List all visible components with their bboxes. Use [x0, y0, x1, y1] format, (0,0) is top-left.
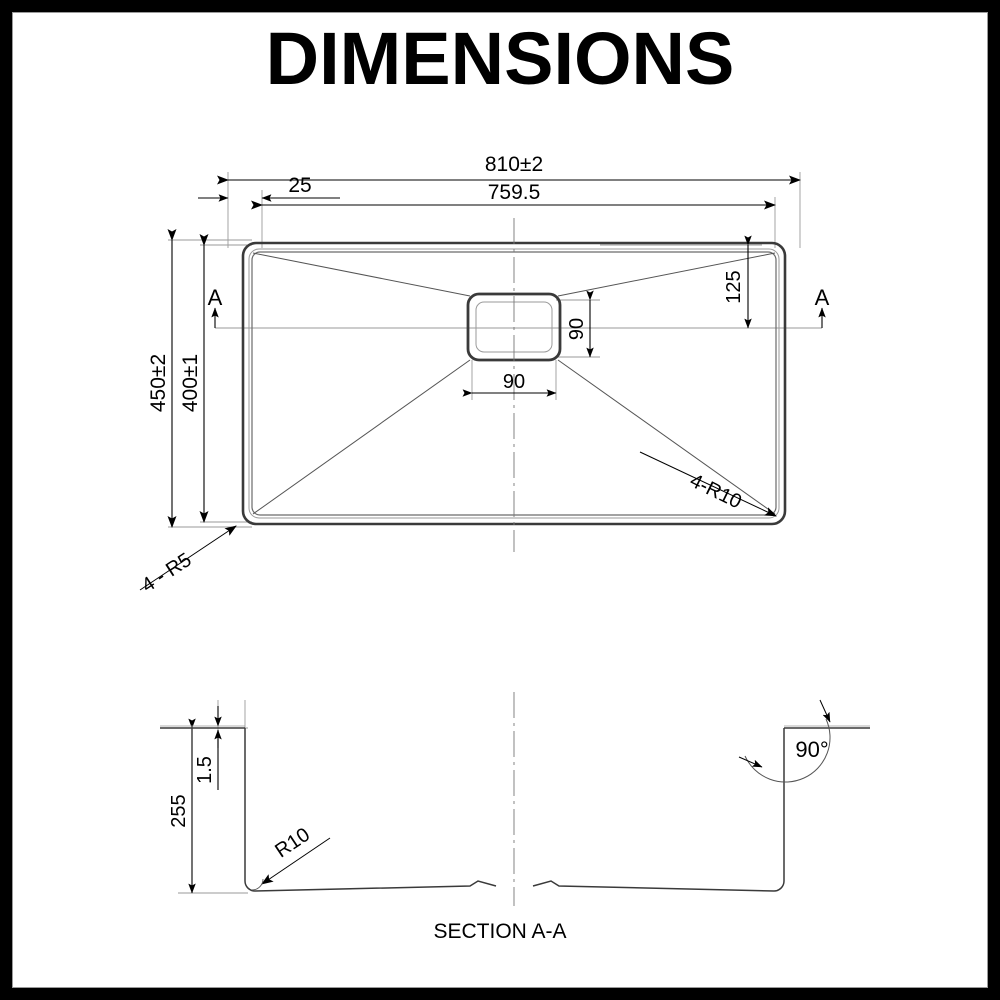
page-title: DIMENSIONS	[265, 17, 735, 100]
section-line-a-a: A A	[208, 285, 830, 329]
section-view-geometry: 255 1.5	[160, 692, 870, 906]
dim-wall-angle: 90°	[738, 699, 831, 783]
dim-inner-width-label: 759.5	[488, 181, 541, 204]
basin-fold-lines	[252, 252, 776, 515]
dim-inner-height: 400±1	[179, 234, 209, 523]
callout-inner-radius-label: 4-R10	[686, 470, 745, 514]
dim-drain-height-label: 90	[566, 318, 588, 340]
dim-overall-width: 810±2	[217, 153, 801, 185]
callout-outer-radius-label: 4 - R5	[138, 549, 196, 597]
dim-overall-height-label: 450±2	[147, 354, 170, 412]
section-radius-arc	[251, 878, 264, 891]
dim-left-offset-label: 25	[288, 174, 311, 197]
callout-section-radius-label: R10	[271, 824, 314, 863]
dim-rim-thickness: 1.5	[194, 706, 222, 790]
dim-inner-width: 759.5	[251, 181, 776, 210]
dim-drain-width-label: 90	[503, 371, 525, 393]
dim-drain-height: 90	[566, 290, 594, 358]
section-mark-left-label: A	[208, 285, 223, 310]
callout-section-radius: R10	[251, 824, 331, 891]
dim-drain-offset-top-label: 125	[723, 270, 745, 303]
dim-drain-offset-top: 125	[723, 235, 752, 329]
dim-rim-thickness-label: 1.5	[194, 756, 216, 784]
dim-overall-height: 450±2	[147, 229, 177, 528]
dim-overall-width-label: 810±2	[485, 153, 543, 176]
section-profile	[160, 727, 870, 892]
dim-wall-angle-label: 90°	[795, 737, 828, 762]
dim-left-offset: 25	[198, 174, 340, 202]
dim-drain-width: 90	[462, 371, 557, 397]
dim-inner-height-label: 400±1	[179, 354, 202, 412]
section-caption: SECTION A-A	[433, 920, 567, 943]
plan-view-geometry: 810±2 25 759.5 450±2 400±1	[138, 153, 830, 597]
section-mark-right-label: A	[815, 285, 830, 310]
dim-section-depth: 255	[168, 718, 196, 894]
callout-outer-radius: 4 - R5	[138, 525, 237, 597]
callout-inner-radius: 4-R10	[639, 451, 777, 517]
dim-section-depth-label: 255	[168, 794, 190, 827]
